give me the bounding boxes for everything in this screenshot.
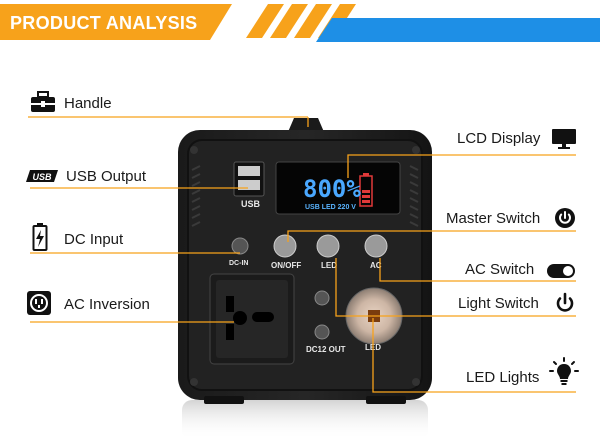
led-lights-leader bbox=[372, 318, 576, 393]
ac-button-label: AC bbox=[370, 261, 382, 270]
lcd-display-leader bbox=[347, 154, 576, 178]
lcd-percent-readout: 800% bbox=[303, 175, 361, 203]
led-button-label: LED bbox=[321, 261, 337, 270]
dc-input-label: DC Input bbox=[64, 231, 124, 248]
usb-output-label: USB Output bbox=[66, 168, 147, 185]
led-lights-label: LED Lights bbox=[466, 369, 540, 386]
on-off-button-label: ON/OFF bbox=[271, 261, 302, 270]
header-banner: PRODUCT ANALYSIS bbox=[0, 0, 600, 46]
toolbox-icon bbox=[31, 91, 55, 112]
power-station-illustration bbox=[178, 118, 432, 440]
svg-text:USB: USB bbox=[32, 172, 52, 182]
master-switch-leader bbox=[287, 230, 576, 242]
light-switch-leader bbox=[335, 258, 576, 317]
dc12-out-label: DC12 OUT bbox=[306, 345, 346, 354]
lcd-indicator-row: USB LED 220 V bbox=[305, 204, 356, 211]
toggle-icon bbox=[547, 264, 575, 278]
light-bulb-icon bbox=[549, 357, 579, 385]
page-title: PRODUCT ANALYSIS bbox=[10, 13, 198, 33]
light-switch-label: Light Switch bbox=[458, 295, 539, 312]
battery-charging-icon bbox=[32, 223, 48, 251]
power-icon bbox=[556, 292, 574, 312]
power-icon bbox=[555, 208, 575, 228]
usb-port-label: USB bbox=[241, 199, 261, 209]
outlet-icon bbox=[27, 291, 51, 315]
lcd-display-label: LCD Display bbox=[457, 130, 541, 147]
master-switch-label: Master Switch bbox=[446, 210, 541, 227]
ac-switch-leader bbox=[379, 258, 576, 282]
usb-icon: USB bbox=[26, 170, 58, 182]
ac-switch-label: AC Switch bbox=[465, 261, 535, 278]
handle-label: Handle bbox=[64, 95, 112, 112]
monitor-icon bbox=[552, 129, 576, 149]
dc-in-label: DC-IN bbox=[229, 260, 249, 267]
banner-graphic bbox=[0, 0, 600, 46]
ac-inversion-label: AC Inversion bbox=[64, 296, 150, 313]
